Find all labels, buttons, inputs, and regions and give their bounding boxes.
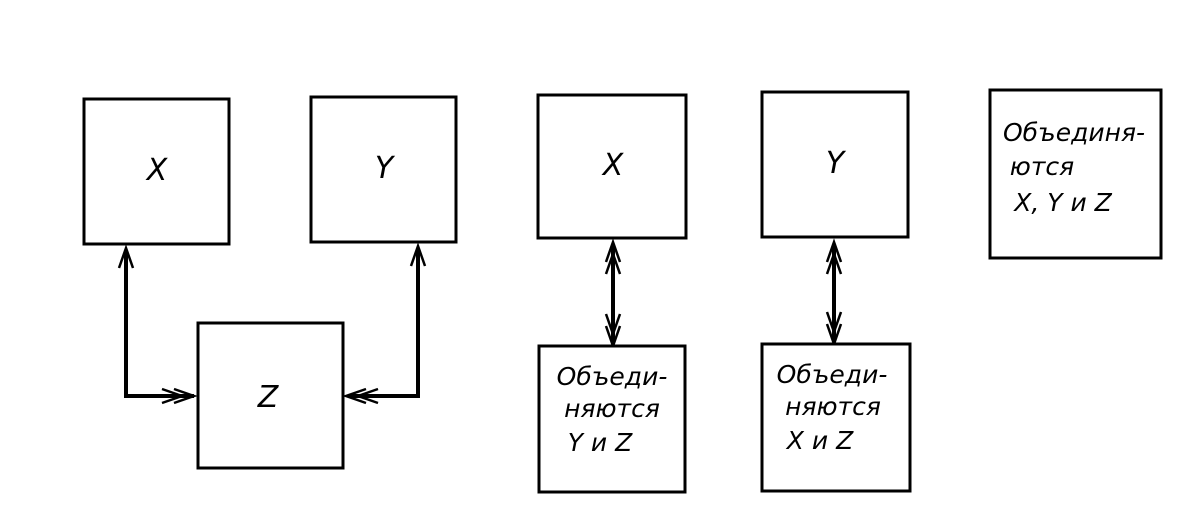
right-group: Y Объеди- няются X и Z bbox=[760, 90, 912, 493]
box-z bbox=[196, 321, 345, 470]
box-result-xyz bbox=[988, 88, 1163, 260]
box-result-yz bbox=[537, 344, 687, 494]
box-x-left-label: X bbox=[145, 153, 169, 188]
left-group: X Y Z bbox=[82, 95, 458, 470]
box-result-xz bbox=[760, 342, 912, 493]
box-result-xyz-line-1: Объединя- bbox=[1003, 118, 1145, 147]
box-x-middle-label: X bbox=[601, 148, 625, 183]
box-result-xz-line-3: X и Z bbox=[785, 426, 854, 455]
far-right-group: Объединя- ются X, Y и Z bbox=[988, 88, 1163, 260]
box-result-yz-line-1: Объеди- bbox=[557, 362, 668, 391]
double-arrow-middle bbox=[604, 238, 622, 350]
box-result-xyz-line-2: ются bbox=[1010, 152, 1074, 181]
box-y-right bbox=[760, 90, 910, 239]
box-y-left-label: Y bbox=[375, 151, 396, 186]
box-result-yz-line-3: Y и Z bbox=[568, 428, 633, 457]
box-result-xz-line-1: Объеди- bbox=[777, 360, 888, 389]
middle-group: X Объеди- няются Y и Z bbox=[536, 93, 688, 494]
double-arrow-right bbox=[825, 238, 843, 348]
box-result-xyz-line-3: X, Y и Z bbox=[1012, 188, 1112, 217]
box-x-left bbox=[82, 97, 231, 246]
connector-x-z bbox=[117, 244, 198, 405]
box-y-left bbox=[309, 95, 458, 244]
box-x-middle bbox=[536, 93, 688, 240]
box-result-xz-line-2: няются bbox=[785, 392, 881, 421]
box-y-right-label: Y bbox=[826, 146, 847, 181]
box-z-label: Z bbox=[257, 380, 280, 415]
box-result-yz-line-2: няются bbox=[564, 394, 660, 423]
connector-y-z bbox=[342, 242, 427, 405]
